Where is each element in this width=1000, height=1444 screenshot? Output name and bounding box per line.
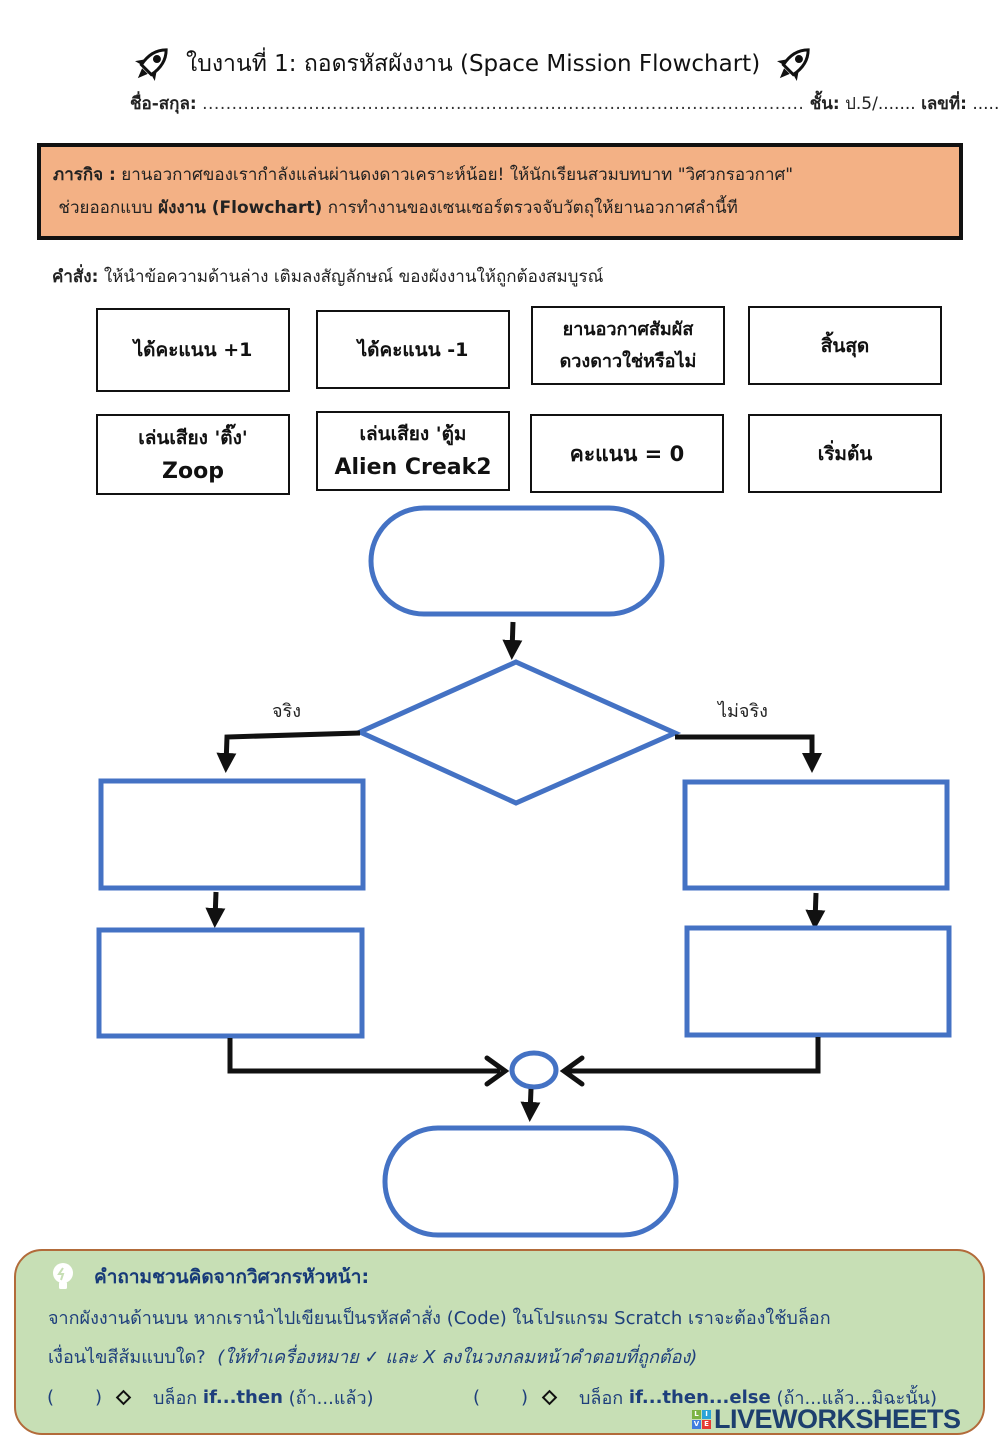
mission-box: ภารกิจ : ยานอวกาศของเรากำลังแล่นผ่านดงดา…	[37, 143, 963, 240]
false-process-2-drop-zone[interactable]	[684, 925, 952, 1038]
option-suffix: (ถ้า...แล้ว)	[288, 1388, 374, 1409]
true-process-2-drop-zone[interactable]	[96, 927, 365, 1039]
option-block-name: if...then...else	[628, 1387, 771, 1408]
rocket-icon	[135, 48, 168, 81]
thinking-question-header: คำถามชวนคิดจากวิศวกรหัวหน้า:	[50, 1262, 369, 1292]
end-terminator-drop-zone[interactable]	[382, 1125, 679, 1238]
rocket-icon	[777, 48, 810, 81]
name-field[interactable]: ........................................…	[202, 94, 805, 114]
paren-close: )	[520, 1387, 528, 1408]
connector-circle	[509, 1050, 559, 1090]
student-info-row: ชื่อ-สกุล: .............................…	[130, 90, 1000, 117]
connector-arrow	[520, 1088, 541, 1122]
instruction-label: คำสั่ง:	[52, 267, 99, 287]
number-label: เลขที่:	[921, 94, 967, 114]
paren-open: (	[473, 1387, 481, 1408]
card-text: ได้คะแนน +1	[133, 339, 253, 361]
answer-checkbox-if-then-else[interactable]: ( )	[473, 1387, 528, 1408]
mission-text-2-pre: ช่วยออกแบบ	[58, 198, 153, 218]
card-text: ได้คะแนน -1	[357, 338, 469, 361]
question-hint: (ให้ทำเครื่องหมาย ✓ และ X ลงในวงกลมหน้าค…	[217, 1347, 698, 1368]
true-process-1-drop-zone[interactable]	[98, 778, 366, 891]
start-terminator-drop-zone[interactable]	[368, 505, 665, 617]
connector-arrow	[805, 892, 826, 930]
thinking-question-line-2: เงื่อนไขสีส้มแบบใด? (ให้ทำเครื่องหมาย ✓ …	[48, 1342, 697, 1371]
diamond-icon	[541, 1389, 558, 1406]
option-prefix: บล็อก	[153, 1388, 198, 1409]
number-field[interactable]: ........	[972, 94, 1000, 114]
answer-card-score-minus[interactable]: ได้คะแนน -1	[316, 310, 510, 389]
thinking-question-heading: คำถามชวนคิดจากวิศวกรหัวหน้า:	[94, 1266, 370, 1288]
class-label: ชั้น:	[809, 94, 840, 114]
option-prefix: บล็อก	[579, 1388, 624, 1409]
answer-card-score-zero[interactable]: คะแนน = 0	[530, 414, 724, 493]
false-branch-arrow	[675, 734, 822, 773]
logo-text: LIVEWORKSHEETS	[714, 1404, 961, 1434]
mission-line-2: ช่วยออกแบบ ผังงาน (Flowchart) การทำงานขอ…	[53, 192, 947, 225]
true-branch-label: จริง	[272, 701, 302, 722]
mission-text-2-post: การทำงานของเซนเซอร์ตรวจจับวัตถุให้ยานอวก…	[327, 198, 738, 218]
answer-card-end[interactable]: สิ้นสุด	[748, 306, 942, 385]
logo-tile: V	[692, 1420, 701, 1429]
merge-right-arrow	[568, 1037, 821, 1074]
card-text-line-2: Alien Creak2	[334, 455, 492, 480]
flowchart	[96, 505, 952, 1238]
question-text: เงื่อนไขสีส้มแบบใด?	[48, 1347, 206, 1368]
card-text: คะแนน = 0	[569, 441, 685, 466]
option-suffix: (ถ้า...แล้ว...มิฉะนั้น)	[776, 1388, 937, 1409]
mission-line-1: ภารกิจ : ยานอวกาศของเรากำลังแล่นผ่านดงดา…	[53, 159, 947, 192]
card-text-line-1: เล่นเสียง 'ตู้ม	[359, 423, 467, 445]
worksheet-title-row: ใบงานที่ 1: ถอดรหัสผังงาน (Space Mission…	[130, 40, 850, 88]
paren-open: (	[47, 1387, 55, 1408]
option-block-name: if...then	[202, 1387, 283, 1408]
diamond-icon	[115, 1389, 132, 1406]
logo-tiles: L I V E	[692, 1410, 711, 1429]
answer-card-score-plus[interactable]: ได้คะแนน +1	[96, 308, 290, 392]
card-text-line-1: ยานอวกาศสัมผัส	[562, 318, 694, 340]
card-text-line-1: เล่นเสียง 'ติ๊ง'	[138, 426, 248, 449]
instruction-text: ให้นำข้อความด้านล่าง เติมลงสัญลักษณ์ ของ…	[103, 267, 604, 287]
false-process-1-drop-zone[interactable]	[682, 779, 950, 891]
class-field[interactable]: ป.5/.......	[845, 94, 916, 114]
decision-diamond-drop-zone[interactable]	[353, 659, 682, 806]
merge-right-arrowhead	[559, 1055, 585, 1087]
false-branch-label: ไม่จริง	[718, 701, 768, 722]
option-if-then: ( ) บล็อก if...then (ถ้า...แล้ว)	[47, 1383, 374, 1412]
card-text-line-2: Zoop	[162, 458, 224, 484]
answer-card-decision[interactable]: ยานอวกาศสัมผัส ดวงดาวใช่หรือไม่	[531, 306, 725, 385]
thinking-question-line-1: จากผังงานด้านบน หากเรานำไปเขียนเป็นรหัสค…	[48, 1308, 831, 1329]
thinking-question-box	[14, 1249, 985, 1435]
option-if-then-else: ( ) บล็อก if...then...else (ถ้า...แล้ว..…	[473, 1383, 937, 1412]
liveworksheets-logo: L I V E LIVEWORKSHEETS	[692, 1404, 961, 1435]
logo-tile: L	[692, 1410, 701, 1419]
answer-card-sound-zoop[interactable]: เล่นเสียง 'ติ๊ง' Zoop	[96, 414, 290, 495]
merge-left-arrow	[227, 1038, 500, 1074]
connector-arrow	[502, 621, 523, 660]
mission-text-1: ยานอวกาศของเรากำลังแล่นผ่านดงดาวเคราะห์น…	[121, 165, 794, 185]
true-branch-arrow	[216, 730, 361, 773]
logo-tile: I	[702, 1410, 711, 1419]
lightbulb-icon	[53, 1263, 73, 1289]
answer-card-sound-alien[interactable]: เล่นเสียง 'ตู้ม Alien Creak2	[316, 411, 510, 491]
paren-close: )	[94, 1387, 102, 1408]
mission-label: ภารกิจ :	[53, 165, 116, 185]
worksheet-title: ใบงานที่ 1: ถอดรหัสผังงาน (Space Mission…	[186, 51, 761, 77]
name-label: ชื่อ-สกุล:	[130, 94, 197, 114]
logo-tile: E	[702, 1420, 711, 1429]
mission-text-2-bold: ผังงาน (Flowchart)	[158, 198, 323, 218]
card-text: เริ่มต้น	[817, 442, 873, 465]
merge-left-arrowhead	[484, 1055, 510, 1087]
answer-card-start[interactable]: เริ่มต้น	[748, 414, 942, 493]
instruction: คำสั่ง: ให้นำข้อความด้านล่าง เติมลงสัญลั…	[52, 263, 603, 290]
connector-arrow	[205, 891, 226, 928]
answer-checkbox-if-then[interactable]: ( )	[47, 1387, 102, 1408]
card-text: สิ้นสุด	[820, 334, 870, 357]
card-text-line-2: ดวงดาวใช่หรือไม่	[559, 350, 697, 372]
